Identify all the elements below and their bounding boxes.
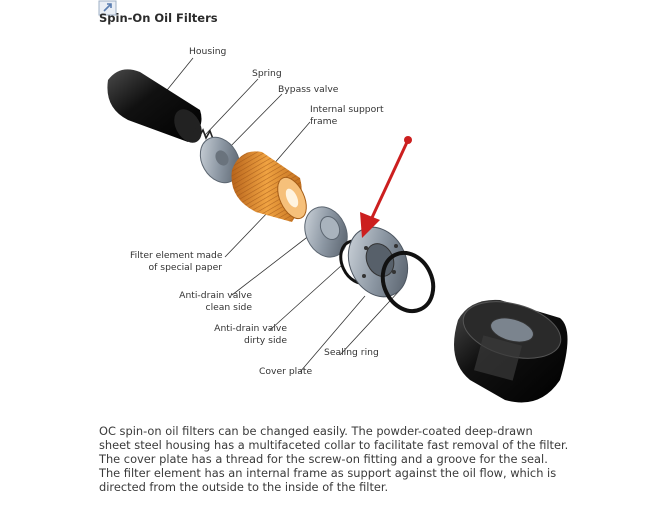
label-spring: Spring (252, 68, 282, 80)
label-filter-element: Filter element made of special paper (130, 250, 222, 273)
description-line: The filter element has an internal frame… (99, 467, 579, 481)
description-line: directed from the outside to the inside … (99, 481, 579, 495)
cover-plate-part (337, 218, 418, 307)
label-internal-support-frame: Internal support frame (310, 104, 384, 127)
red-arrow-icon (360, 136, 412, 238)
assembled-filter-part (454, 292, 568, 403)
label-anti-drain-clean: Anti-drain valve clean side (160, 290, 252, 313)
description-line: The cover plate has a thread for the scr… (99, 453, 579, 467)
filter-element-part (232, 151, 313, 223)
description-paragraph: OC spin-on oil filters can be changed ea… (99, 425, 579, 495)
housing-part (107, 69, 207, 147)
label-sealing-ring: Sealing ring (324, 347, 379, 359)
label-anti-drain-dirty: Anti-drain valve dirty side (195, 323, 287, 346)
label-housing: Housing (189, 46, 226, 58)
description-line: OC spin-on oil filters can be changed ea… (99, 425, 579, 439)
label-cover-plate: Cover plate (259, 366, 312, 378)
description-line: sheet steel housing has a multifaceted c… (99, 439, 579, 453)
label-bypass-valve: Bypass valve (278, 84, 338, 96)
